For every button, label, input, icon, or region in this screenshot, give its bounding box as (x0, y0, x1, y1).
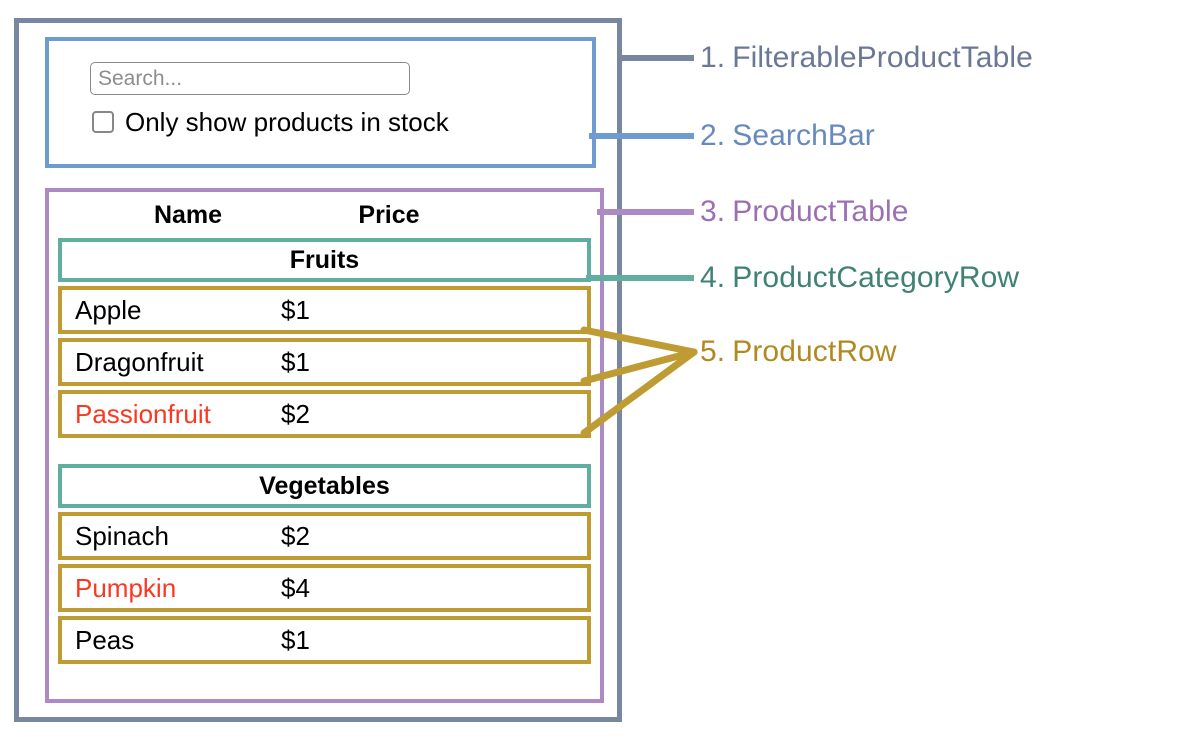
search-input[interactable] (90, 62, 410, 95)
filterable-product-table: Only show products in stock Name Price F… (14, 18, 622, 722)
product-price: $2 (281, 520, 310, 551)
annotation-number: 1. (700, 41, 726, 74)
only-in-stock-row[interactable]: Only show products in stock (92, 109, 449, 135)
product-name: Apple (75, 294, 142, 325)
product-row: Passionfruit $2 (58, 390, 591, 438)
column-header-price: Price (358, 200, 420, 229)
annotation-label-3: 3.ProductTable (700, 195, 909, 229)
annotation-label-5: 5.ProductRow (700, 335, 897, 369)
product-row: Pumpkin $4 (58, 564, 591, 612)
product-price: $1 (281, 346, 310, 377)
annotation-number: 2. (700, 119, 726, 152)
product-price: $1 (281, 294, 310, 325)
product-name: Dragonfruit (75, 346, 204, 377)
product-category-label: Fruits (289, 245, 360, 274)
annotation-number: 3. (700, 195, 726, 228)
only-in-stock-label: Only show products in stock (125, 107, 449, 137)
product-row: Dragonfruit $1 (58, 338, 591, 386)
annotation-label-4: 4.ProductCategoryRow (700, 261, 1019, 295)
product-row: Spinach $2 (58, 512, 591, 560)
product-price: $2 (281, 398, 310, 429)
annotation-label-1: 1.FilterableProductTable (700, 41, 1033, 75)
product-category-row: Fruits (58, 238, 591, 282)
product-category-label: Vegetables (259, 471, 390, 500)
product-price: $1 (281, 624, 310, 655)
annotation-text: ProductTable (732, 195, 909, 228)
product-table-header-row: Name Price (58, 192, 591, 238)
product-price: $4 (281, 572, 310, 603)
product-category-row: Vegetables (58, 464, 591, 508)
product-table: Name Price Fruits Apple $1 Dragonfruit $… (45, 188, 604, 703)
annotation-number: 5. (700, 335, 726, 368)
category-spacer (58, 442, 591, 464)
annotation-text: SearchBar (732, 119, 875, 152)
product-name: Spinach (75, 520, 169, 551)
annotation-text: FilterableProductTable (732, 41, 1033, 74)
checkbox-unchecked-icon[interactable] (92, 111, 114, 133)
annotation-label-2: 2.SearchBar (700, 119, 875, 153)
annotation-text: ProductRow (732, 335, 897, 368)
search-bar: Only show products in stock (45, 37, 596, 168)
product-table-inner: Name Price Fruits Apple $1 Dragonfruit $… (58, 192, 591, 668)
product-name: Pumpkin (75, 572, 177, 603)
product-name: Passionfruit (75, 398, 211, 429)
annotation-text: ProductCategoryRow (732, 261, 1020, 294)
product-name: Peas (75, 624, 135, 655)
column-header-name: Name (153, 200, 223, 229)
annotation-number: 4. (700, 261, 726, 294)
product-row: Apple $1 (58, 286, 591, 334)
product-row: Peas $1 (58, 616, 591, 664)
